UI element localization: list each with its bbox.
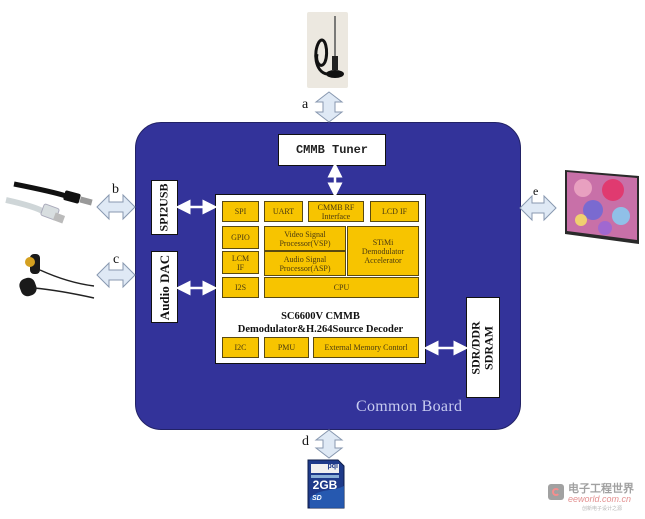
block-cpu: CPU <box>264 277 419 298</box>
block-external-memory-control: External Memory Contorl <box>313 337 419 358</box>
chip-title-line2: Demodulator&H.264Source Decoder <box>237 324 404 335</box>
chip-title-line1: SC6600V CMMB <box>281 311 360 322</box>
block-vsp: Video Signal Processor(VSP) <box>264 226 346 251</box>
lcd-screen-image <box>563 168 641 246</box>
block-spi: SPI <box>222 201 259 222</box>
connector-arrow-d <box>314 429 344 459</box>
eeworld-url: eeworld.com.cn <box>568 494 632 504</box>
connector-label-c: c <box>113 252 120 267</box>
sd-card <box>306 458 346 510</box>
connector-label-a: a <box>302 97 309 112</box>
sd-card-brand: pqi <box>327 463 339 470</box>
connector-arrow-a <box>314 91 344 123</box>
connector-arrow-b <box>96 193 136 221</box>
eeworld-tagline: 创新电子设计之源 <box>582 506 623 512</box>
connector-label-d: d <box>302 434 309 449</box>
connector-arrow-e <box>519 194 557 222</box>
connector-arrow-c <box>96 261 136 289</box>
eeworld-logo-icon <box>548 484 564 500</box>
earphones-image <box>12 250 96 306</box>
block-i2c: I2C <box>222 337 259 358</box>
block-lcm-if: LCM IF <box>222 251 259 274</box>
block-i2s: I2S <box>222 277 259 298</box>
usb-cable-image <box>4 178 96 230</box>
common-board-label: Common Board <box>356 398 463 415</box>
connector-label-e: e <box>533 184 539 198</box>
sd-card-logo: SD <box>312 495 322 502</box>
cmmb-tuner-box: CMMB Tuner <box>278 134 386 166</box>
block-gpio: GPIO <box>222 226 259 249</box>
connector-label-b: b <box>112 182 119 197</box>
block-pmu: PMU <box>264 337 309 358</box>
eeworld-watermark: 电子工程世界 eeworld.com.cn 创新电子设计之源 <box>548 480 640 514</box>
eeworld-title: 电子工程世界 <box>568 482 634 495</box>
block-lcd-if: LCD IF <box>370 201 419 222</box>
chip-title: SC6600V CMMB Demodulator&H.264Source Dec… <box>215 310 426 336</box>
block-uart: UART <box>264 201 303 222</box>
block-asp: Audio Signal Processor(ASP) <box>264 251 346 276</box>
block-stimi: STiMi Demodulator Accelerator <box>347 226 419 276</box>
antenna-image <box>307 12 348 88</box>
sd-card-capacity: 2GB <box>312 478 338 492</box>
block-cmmb-rf-interface: CMMB RF Interface <box>308 201 364 222</box>
